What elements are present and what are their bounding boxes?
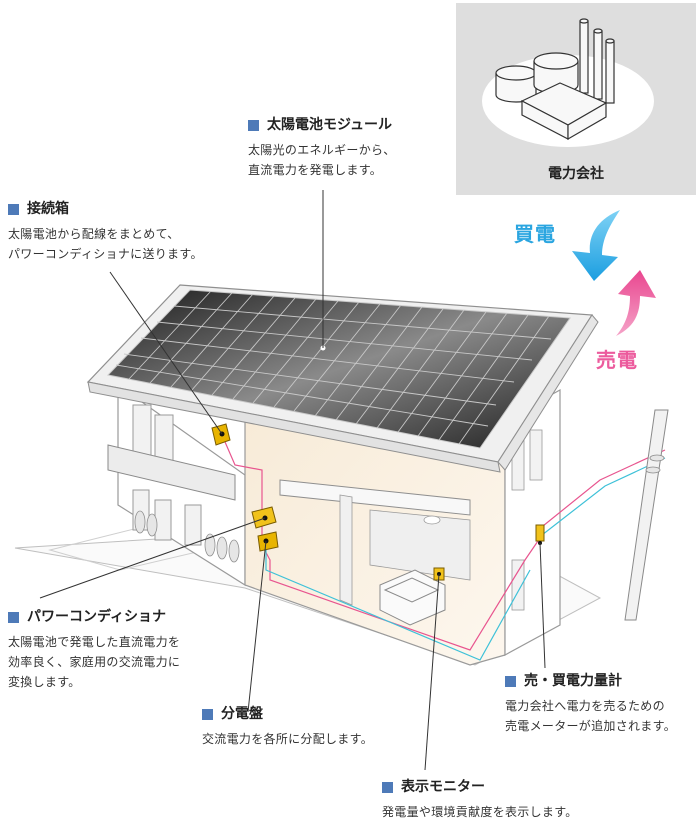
leader-lines [39,190,546,771]
wiring [221,434,666,661]
junction-box-desc-line: 太陽電池から配線をまとめて、 [8,227,180,241]
marker-square-icon [248,119,259,131]
buy-arrow-icon [572,210,620,281]
junction-box-callout: 接続箱 太陽電池から配線をまとめて、 パワーコンディショナに送ります。 [8,200,203,264]
meter-desc-line: 電力会社へ電力を売るための [505,699,665,713]
monitor-callout: 表示モニター 発電量や環境貢献度を表示します。 [382,778,578,822]
marker-square-icon [8,611,19,623]
marker-square-icon [8,203,19,215]
house-left-wall [107,383,246,587]
junction-box-title: 接続箱 [27,201,69,217]
marker-square-icon [202,708,213,720]
sofa-shape [379,569,446,626]
monitor-title: 表示モニター [401,779,485,795]
marker-square-icon [505,675,516,687]
solar-module-title: 太陽電池モジュール [267,117,393,133]
power-conditioner-desc-line: 効率良く、家庭用の交流電力に [8,655,181,669]
sell-electricity-label: 売電 [596,348,638,372]
junction-box-device [211,423,231,446]
distribution-board-title: 分電盤 [221,706,263,722]
marker-square-icon [382,781,393,793]
solar-module-callout: 太陽電池モジュール 太陽光のエネルギーから、 直流電力を発電します。 [248,116,396,180]
power-plant-icon [482,18,654,147]
solar-module-desc-line: 直流電力を発電します。 [248,163,383,177]
meter-callout: 売・買電力量計 電力会社へ電力を売るための 売電メーターが追加されます。 [505,672,676,736]
buy-electricity-label: 買電 [514,222,556,246]
power-conditioner-desc-line: 変換します。 [8,675,81,689]
junction-box-desc-line: パワーコンディショナに送ります。 [8,247,203,261]
distribution-board-desc-line: 交流電力を各所に分配します。 [202,732,374,746]
power-company-label: 電力会社 [548,166,604,182]
sell-arrow-icon [616,270,656,336]
meter-desc-line: 売電メーターが追加されます。 [505,719,677,733]
solar-panel-array [107,289,571,449]
utility-pole [624,409,669,621]
monitor-desc-line: 発電量や環境貢献度を表示します。 [382,805,578,819]
power-conditioner-title: パワーコンディショナ [27,609,167,625]
power-conditioner-callout: パワーコンディショナ 太陽電池で発電した直流電力を 効率良く、家庭用の交流電力に… [8,608,180,692]
solar-module-desc-line: 太陽光のエネルギーから、 [248,143,396,157]
distribution-board-callout: 分電盤 交流電力を各所に分配します。 [202,705,373,749]
distribution-board-device [257,531,279,552]
power-conditioner-desc-line: 太陽電池で発電した直流電力を [8,635,181,649]
power-company-panel: 電力会社 [456,3,696,195]
meter-title: 売・買電力量計 [524,673,622,689]
